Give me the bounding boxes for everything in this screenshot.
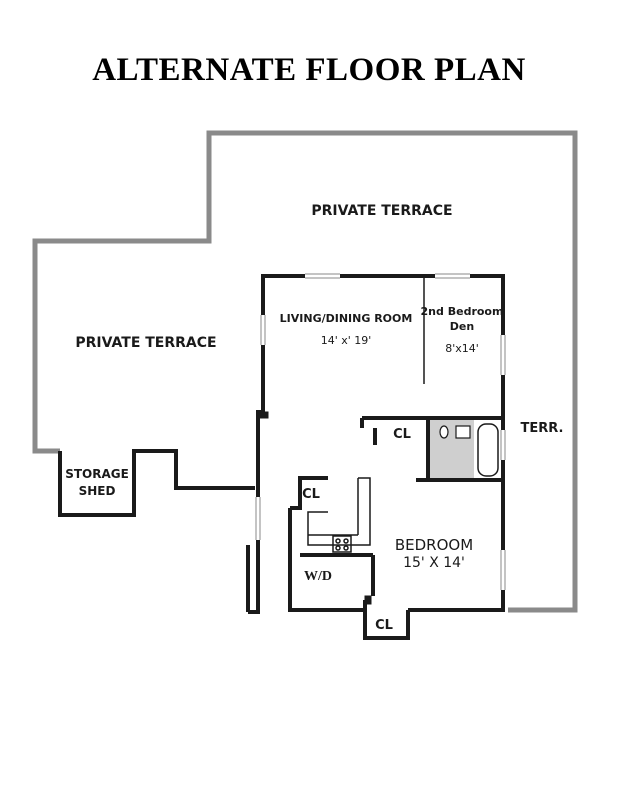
label-washer-dryer: W/D [304, 569, 332, 584]
label-terrace-right: TERR. [521, 421, 564, 436]
label-storage-shed-line1: STORAGE [65, 467, 129, 481]
kitchen-counter [307, 477, 371, 553]
interior-walls [288, 416, 503, 640]
terrace-outline [32, 130, 578, 613]
bathroom [430, 420, 499, 478]
label-closet-bottom: CL [375, 618, 393, 633]
label-bedroom-size: 15' X 14' [403, 555, 465, 571]
windows [256, 274, 505, 590]
label-second-bedroom-line1: 2nd Bedroom [421, 305, 504, 318]
label-bedroom: BEDROOM [395, 536, 473, 554]
label-second-bedroom-size: 8'x14' [445, 342, 479, 355]
storage-shed [58, 449, 255, 517]
label-closet-kitchen: CL [302, 487, 320, 502]
label-private-terrace-top: PRIVATE TERRACE [311, 203, 452, 219]
label-private-terrace-left: PRIVATE TERRACE [75, 335, 216, 351]
label-closet-hall: CL [393, 427, 411, 442]
door-swings [257, 411, 372, 605]
label-storage-shed-line2: SHED [79, 484, 116, 498]
label-second-bedroom-line2: Den [450, 320, 474, 333]
label-living-dining-size: 14' x' 19' [321, 334, 372, 347]
plan-title: ALTERNATE FLOOR PLAN [92, 52, 526, 88]
label-living-dining: LIVING/DINING ROOM [280, 312, 413, 325]
